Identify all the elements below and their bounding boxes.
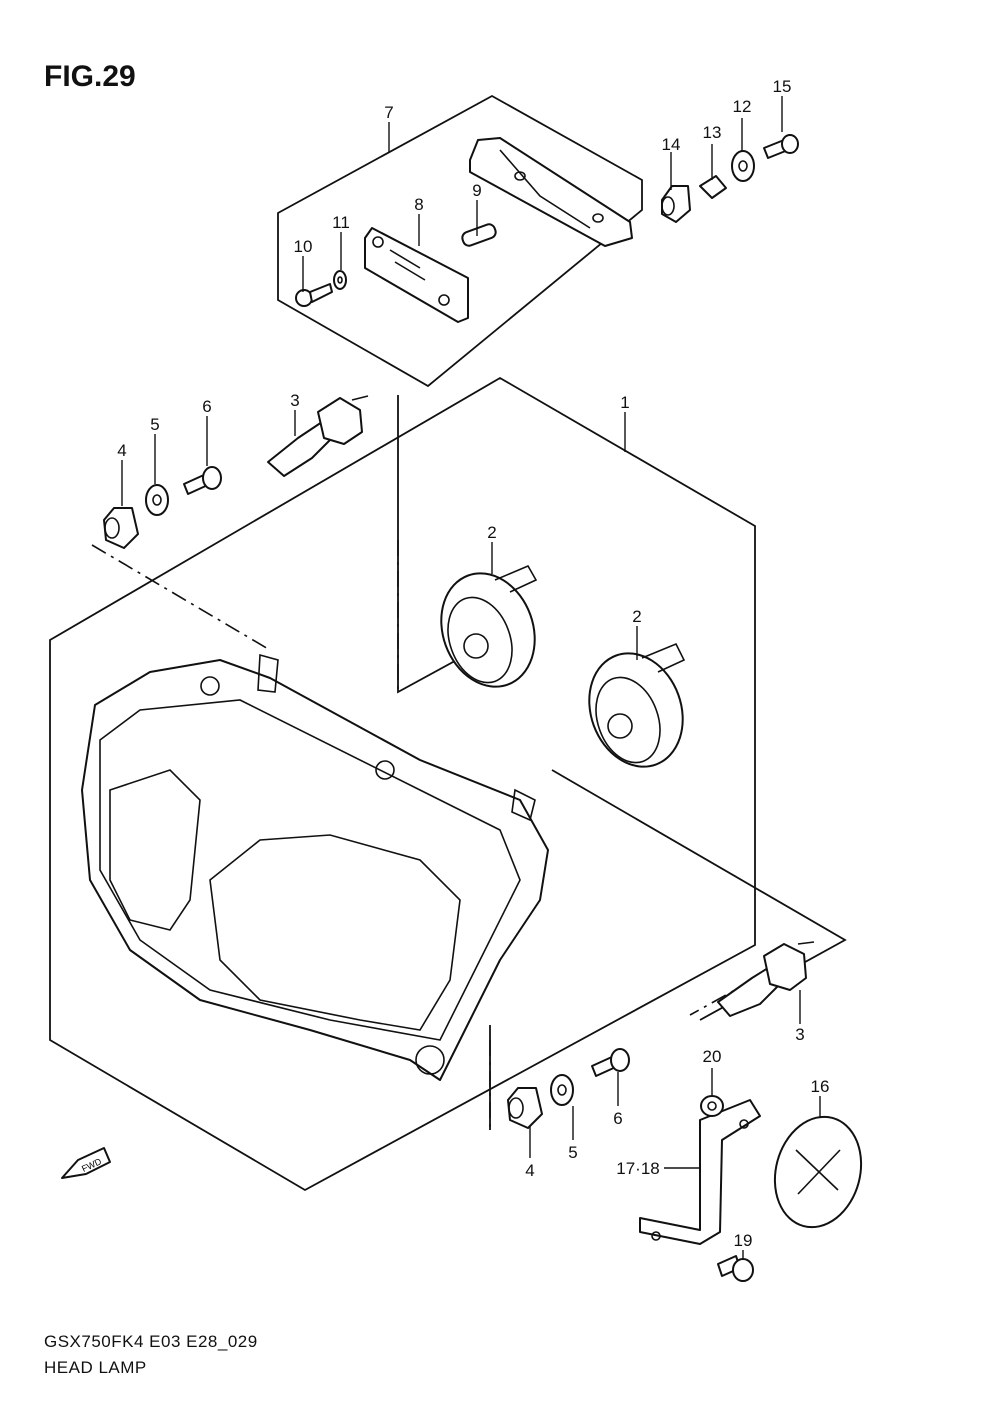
callout-13: 13 [703, 123, 722, 142]
headlamp-bracket-part [639, 1099, 761, 1245]
bolt-part-6a [183, 466, 222, 495]
washer-part-11 [333, 270, 347, 290]
callout-12: 12 [733, 97, 752, 116]
callout-2b: 2 [632, 607, 641, 626]
bolt-part-6b [591, 1048, 630, 1077]
bulb-socket-cover-part-b [588, 642, 686, 768]
washer-part-12 [731, 150, 755, 182]
model-code: GSX750FK4 E03 E28_029 [44, 1332, 258, 1351]
callout-20: 20 [703, 1047, 722, 1066]
position-lamp-bracket [469, 137, 633, 247]
callout-17-18: 17·18 [616, 1159, 659, 1178]
position-bulb-part [461, 223, 497, 247]
headlamp-housing-part [81, 653, 549, 1081]
callout-16: 16 [811, 1077, 830, 1096]
position-lamp-group-frame [277, 94, 643, 388]
callout-11: 11 [332, 213, 350, 232]
callout-10: 10 [294, 237, 313, 256]
callout-14: 14 [662, 135, 681, 154]
callout-2a: 2 [487, 523, 496, 542]
callout-19: 19 [734, 1231, 753, 1250]
grommet-part-14 [661, 185, 691, 223]
section-name: HEAD LAMP [44, 1358, 147, 1377]
grommet-part-4b [507, 1087, 543, 1129]
headlamp-bulb-part-a [267, 395, 369, 477]
collar-part-13 [699, 175, 727, 199]
callout-6a: 6 [202, 397, 211, 416]
callout-4a: 4 [117, 441, 126, 460]
washer-part-5b [550, 1074, 574, 1106]
headlamp-cap-part [773, 1115, 863, 1229]
washer-part-5a [145, 484, 169, 516]
bolt-part-15 [763, 134, 799, 159]
screw-part-19 [717, 1255, 754, 1282]
alignment-line [689, 964, 781, 1016]
callout-9: 9 [472, 181, 481, 200]
callout-4b: 4 [525, 1161, 534, 1180]
headlamp-assembly-frame [49, 376, 756, 1192]
figure-title: FIG.29 [44, 60, 136, 93]
callout-1: 1 [620, 393, 629, 412]
callout-7: 7 [384, 103, 393, 122]
headlamp-bulb-part-b [717, 941, 815, 1017]
bulb-socket-cover-part-a [440, 564, 538, 688]
nut-part-20 [700, 1095, 724, 1117]
callout-5a: 5 [150, 415, 159, 434]
callout-8: 8 [414, 195, 423, 214]
callout-6b: 6 [613, 1109, 622, 1128]
forward-direction-arrow-icon: FWD [61, 1147, 111, 1179]
position-lamp-lens-part [364, 227, 469, 323]
callout-3a: 3 [290, 391, 299, 410]
callout-15: 15 [773, 77, 792, 96]
callout-5b: 5 [568, 1143, 577, 1162]
screw-part-10 [295, 283, 333, 307]
alignment-line [91, 544, 271, 651]
callout-3b: 3 [795, 1025, 804, 1044]
grommet-part-4a [103, 507, 139, 549]
